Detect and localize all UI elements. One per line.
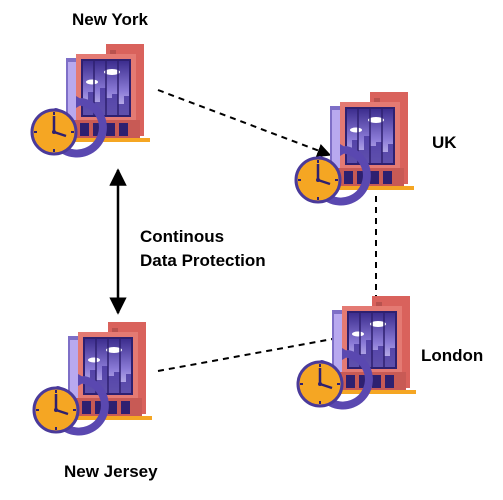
site-label-new-jersey: New Jersey bbox=[64, 462, 158, 481]
newyork-to-uk-link bbox=[157, 89, 332, 158]
newjersey-to-london-link bbox=[157, 337, 339, 372]
link-label-line1: Continous bbox=[140, 227, 225, 246]
site-label-uk: UK bbox=[432, 133, 457, 152]
site-new-jersey-icon bbox=[34, 322, 152, 432]
connection-lines bbox=[109, 89, 377, 372]
continuous-data-protection-label: Continous Data Protection bbox=[140, 225, 266, 273]
site-new-york-icon bbox=[32, 44, 150, 154]
site-label-london: London bbox=[421, 346, 484, 365]
site-uk-icon bbox=[296, 92, 414, 202]
site-london-icon bbox=[298, 296, 416, 406]
link-label-line2: Data Protection bbox=[140, 251, 266, 270]
site-label-new-york: New York bbox=[72, 10, 148, 29]
